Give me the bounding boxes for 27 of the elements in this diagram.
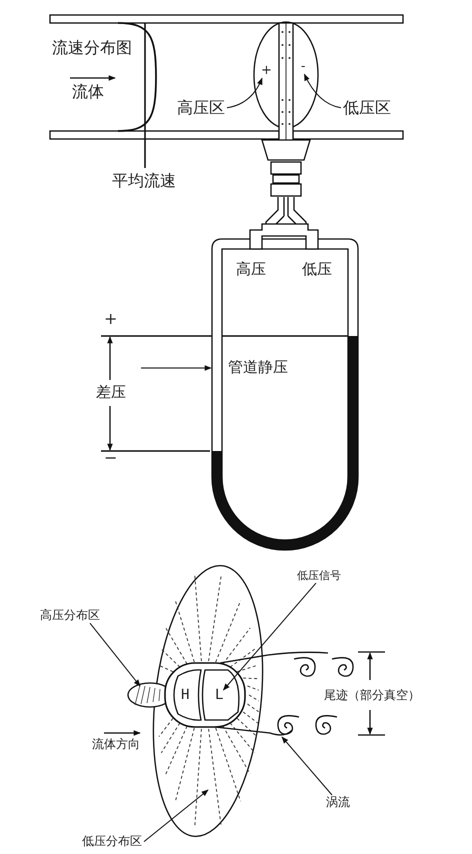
callout-label: 低压分布区 xyxy=(82,835,142,848)
callout-label: 低压区 xyxy=(343,99,391,117)
dimension-label: 尾迹（部分真空） xyxy=(324,689,420,702)
callout-label: 高压区 xyxy=(177,99,225,117)
sign-label: - xyxy=(301,60,306,74)
text-label: 管道静压 xyxy=(228,359,288,376)
leader-line xyxy=(144,790,209,842)
sign-label: + xyxy=(104,310,118,328)
leader-line xyxy=(304,74,342,108)
text-label: 流体方向 xyxy=(92,738,140,752)
text-label: 流体 xyxy=(72,83,104,101)
letter-label: H xyxy=(181,688,190,704)
callout-label: 涡流 xyxy=(326,796,350,810)
leader-line xyxy=(282,736,332,796)
text-label: 高压 xyxy=(236,261,266,278)
leader-line xyxy=(222,582,316,691)
callout-label: 低压信号 xyxy=(297,570,341,582)
leader-line xyxy=(90,622,140,687)
text-label: 低压 xyxy=(302,261,332,278)
text-label: 流速分布图 xyxy=(52,39,132,57)
sign-label: + xyxy=(261,64,272,78)
letter-label: L xyxy=(215,688,224,704)
text-label: 差压 xyxy=(96,384,126,400)
leader-line xyxy=(226,78,262,108)
callout-label: 高压分布区 xyxy=(40,609,100,622)
text-label: 平均流速 xyxy=(112,172,176,190)
sign-label: − xyxy=(104,449,118,467)
